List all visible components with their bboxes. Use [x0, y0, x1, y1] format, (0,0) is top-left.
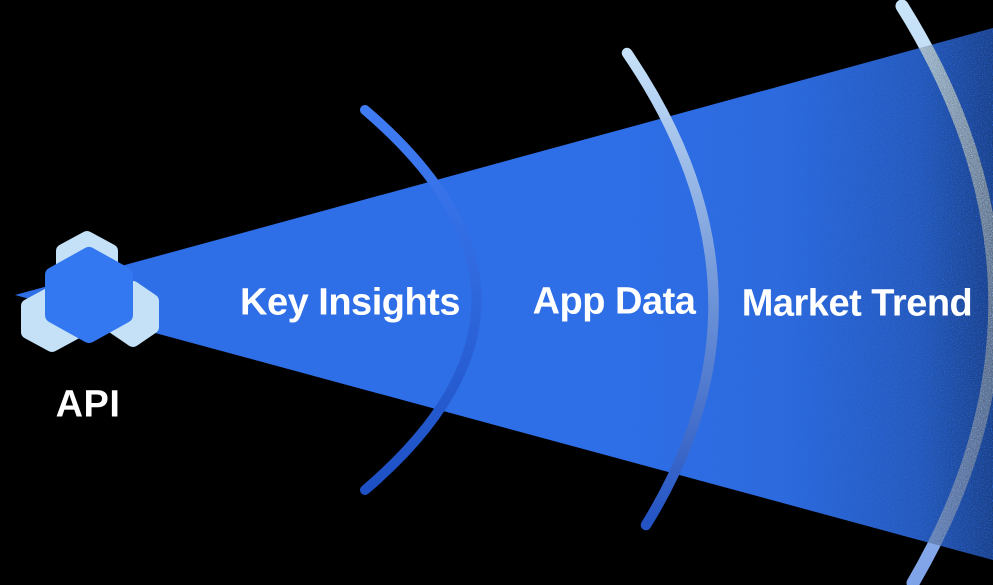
signal-arc-1: [360, 105, 482, 495]
beam-grain-texture: [620, 28, 993, 560]
api-hexagon-icon: [21, 231, 159, 352]
stage-label-market-trend: Market Trend: [741, 282, 973, 325]
stage-label-key-insights: Key Insights: [240, 281, 460, 324]
stage-label-app-data: App Data: [532, 280, 696, 323]
hexagon-primary: [45, 247, 133, 343]
api-label: API: [55, 383, 121, 426]
